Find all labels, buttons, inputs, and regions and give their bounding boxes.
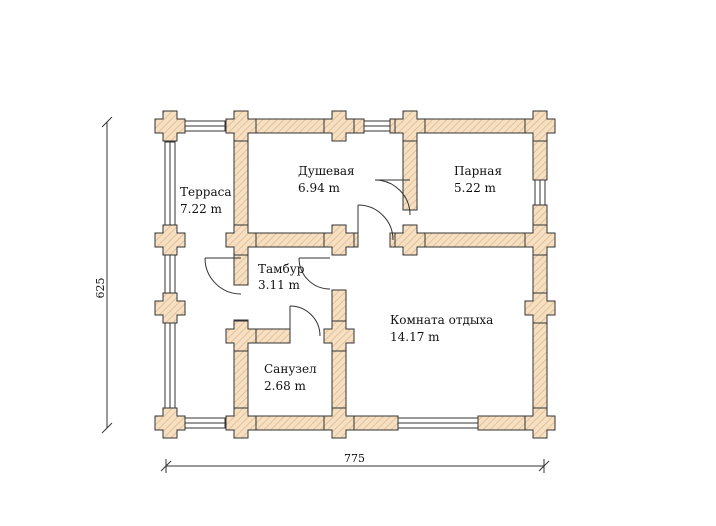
log-cross bbox=[225, 224, 257, 256]
room-area-bathroom: 2.68 m bbox=[264, 379, 307, 393]
width-dimension-label: 775 bbox=[344, 452, 365, 465]
door-swing bbox=[357, 204, 394, 241]
log-cross bbox=[323, 320, 355, 352]
log-cross bbox=[154, 224, 186, 256]
room-name-lounge: Комната отдыха bbox=[390, 313, 493, 327]
depth-dimension-label: 625 bbox=[94, 278, 107, 299]
room-area-steam: 5.22 m bbox=[454, 181, 497, 195]
room-area-shower: 6.94 m bbox=[298, 181, 341, 195]
log-cross bbox=[154, 292, 186, 324]
log-cross bbox=[394, 224, 426, 256]
log-wall bbox=[240, 415, 399, 431]
log-cross bbox=[225, 407, 257, 439]
log-cross bbox=[524, 407, 556, 439]
log-cross bbox=[394, 110, 426, 142]
door-swing bbox=[298, 257, 331, 290]
door-swing bbox=[289, 305, 321, 337]
log-cross bbox=[154, 407, 186, 439]
log-cross bbox=[323, 110, 355, 142]
room-name-steam: Парная bbox=[454, 164, 502, 178]
log-cross bbox=[225, 320, 257, 352]
room-name-shower: Душевая bbox=[298, 164, 355, 178]
room-labels: Терраса 7.22 m Душевая 6.94 m Парная 5.2… bbox=[180, 164, 502, 393]
room-area-lounge: 14.17 m bbox=[390, 330, 440, 344]
room-name-terrace: Терраса bbox=[180, 185, 232, 199]
log-cross bbox=[323, 407, 355, 439]
room-area-vestibule: 3.11 m bbox=[258, 278, 301, 292]
room-area-terrace: 7.22 m bbox=[180, 202, 223, 216]
log-cross bbox=[225, 110, 257, 142]
log-cross bbox=[524, 110, 556, 142]
log-cross bbox=[323, 224, 355, 256]
doors bbox=[204, 179, 411, 337]
log-cross bbox=[524, 292, 556, 324]
room-name-bathroom: Санузел bbox=[264, 362, 317, 376]
log-wall bbox=[233, 125, 249, 286]
room-name-vestibule: Тамбур bbox=[258, 262, 305, 276]
log-cross bbox=[154, 110, 186, 142]
dimension-lines bbox=[101, 116, 550, 473]
door-swing bbox=[204, 257, 242, 295]
door-swing bbox=[374, 179, 411, 216]
log-wall bbox=[331, 289, 347, 424]
log-cross bbox=[524, 224, 556, 256]
log-corners bbox=[154, 110, 556, 439]
